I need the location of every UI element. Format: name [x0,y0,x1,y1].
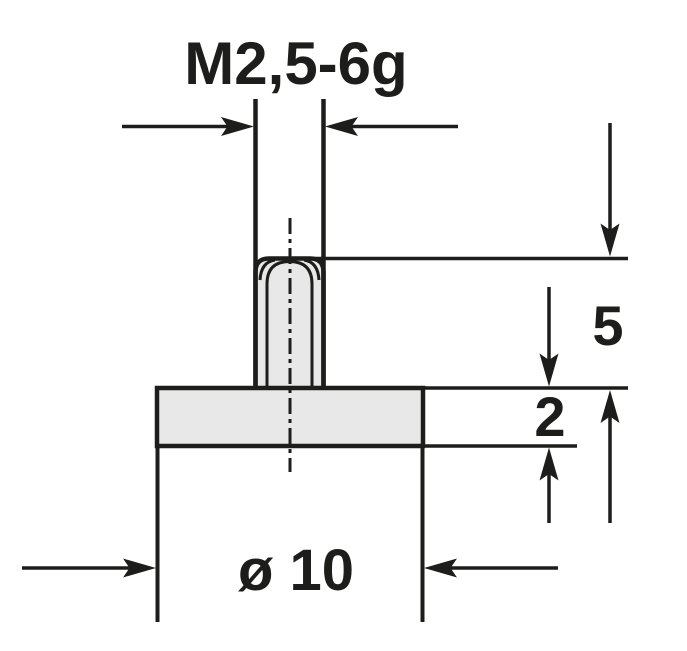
thread-runout-arc-left [258,258,276,281]
dimension-stud-height: 5 [592,123,624,523]
base-plate [154,385,426,449]
plate-thickness-label: 2 [534,385,565,448]
dimension-base-diameter: ø 10 [22,538,558,603]
thread-spec-label: M2,5-6g [184,30,407,97]
base-diameter-label: ø 10 [238,538,354,603]
thread-runout-arc-right [303,258,321,281]
dimension-plate-thickness: 2 [534,287,566,523]
dimension-thread: M2,5-6g [122,30,458,136]
stud-height-label: 5 [592,294,623,357]
